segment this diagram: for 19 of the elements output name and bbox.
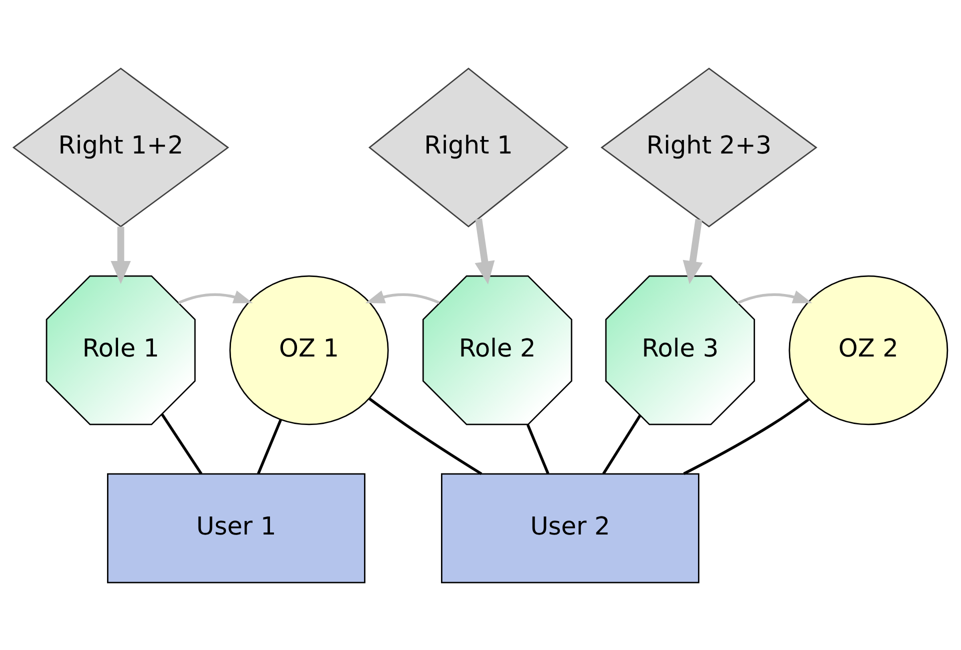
- connector: [683, 398, 810, 474]
- arrow: [365, 290, 440, 304]
- node-box: User 2: [441, 472, 700, 583]
- arrow: [110, 226, 131, 284]
- node-circle: OZ 2: [788, 274, 948, 425]
- node-circle: OZ 1: [229, 274, 389, 425]
- node-box: User 1: [107, 472, 366, 583]
- arrow: [682, 218, 703, 284]
- arrow: [474, 218, 495, 284]
- node-diamond: Right 1: [368, 67, 569, 227]
- arrow: [178, 290, 253, 304]
- connector: [368, 397, 482, 475]
- connector: [526, 424, 550, 474]
- connector: [257, 418, 282, 474]
- arrow: [737, 290, 812, 304]
- connector: [602, 414, 642, 474]
- node-diamond: Right 2+3: [600, 67, 818, 227]
- connector: [160, 413, 202, 474]
- node-diamond: Right 1+2: [12, 67, 230, 227]
